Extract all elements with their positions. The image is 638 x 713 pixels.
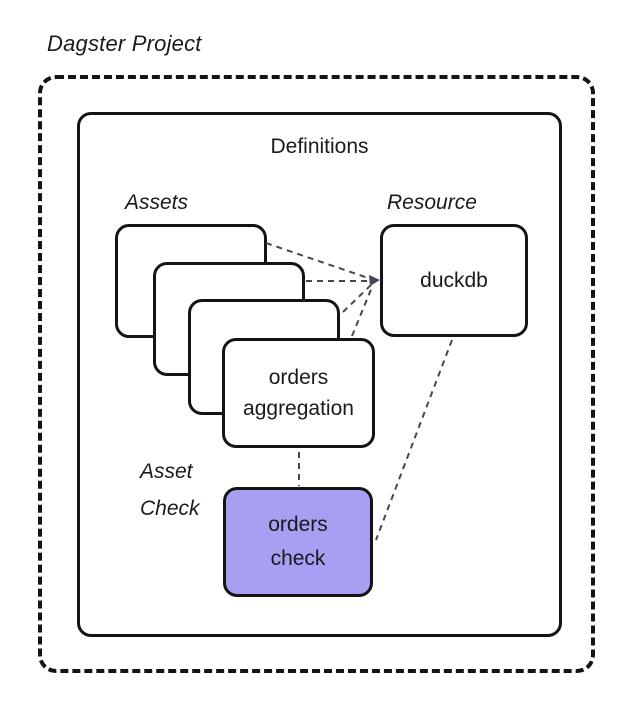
orders-check-label-line1: orders [268,513,328,536]
definitions-label: Definitions [270,135,369,158]
resource-group-label: Resource [387,191,477,214]
asset-check-group-label: Asset Check [140,453,200,527]
assets-group-label: Assets [125,191,189,214]
asset-check-label-line1: Asset [140,460,193,483]
dagster-project-title: Dagster Project [47,31,202,56]
asset-check-label-line2: Check [140,497,200,520]
dagster-project-boundary [38,75,595,673]
duckdb-label: duckdb [420,268,488,292]
orders-aggregation-label-line2: aggregation [243,397,354,420]
orders-aggregation-label-line1: orders [268,366,329,389]
asset-card-orders-aggregation: orders aggregation [222,338,375,448]
resource-node-duckdb: duckdb [380,224,528,337]
asset-check-node-orders-check: orders check [223,487,373,597]
orders-check-label-line2: check [270,547,326,570]
